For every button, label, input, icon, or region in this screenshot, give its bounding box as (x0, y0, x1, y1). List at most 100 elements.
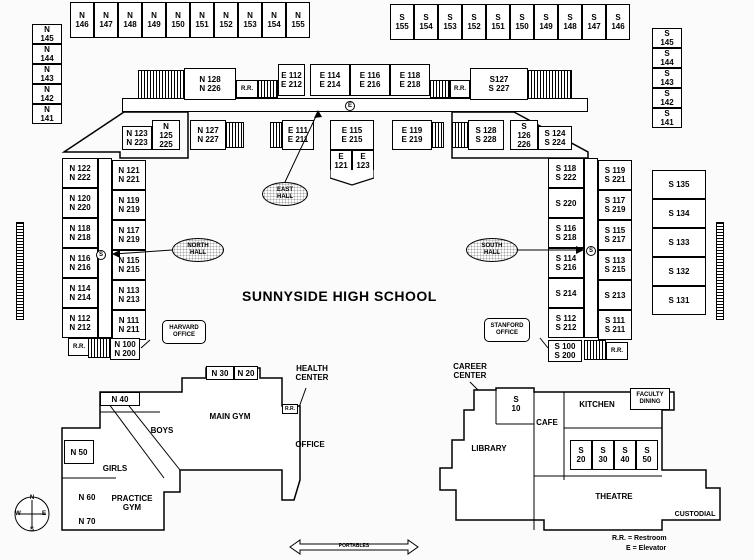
room-cell[interactable]: S 213 (598, 280, 632, 310)
room-cell[interactable]: N 122 N 222 (62, 158, 98, 188)
room-cell[interactable]: S 20 (570, 440, 592, 470)
school-title: SUNNYSIDE HIGH SCHOOL (242, 288, 437, 304)
room-cell[interactable]: S 214 (548, 278, 584, 308)
room-e116[interactable]: E 116 E 216 (350, 64, 390, 96)
room-cell[interactable]: N 115 N 215 (112, 250, 146, 280)
lower-left-outline (61, 367, 301, 531)
room-e121[interactable]: E 121 (330, 150, 352, 172)
room-n100[interactable]: N 100 N 200 (110, 338, 140, 360)
room-n125[interactable]: N 125 225 (152, 120, 180, 150)
faculty-dining-room[interactable]: FACULTY DINING (630, 388, 670, 410)
room-cell[interactable]: N 111 N 211 (112, 310, 146, 340)
room-cell[interactable]: N 150 (166, 2, 190, 38)
room-cell[interactable]: S 141 (652, 108, 682, 128)
room-cell[interactable]: N 148 (118, 2, 142, 38)
room-cell[interactable]: N 155 (286, 2, 310, 38)
room-cell[interactable]: S 30 (592, 440, 614, 470)
room-s124[interactable]: S 124 S 224 (538, 126, 572, 150)
room-n40[interactable]: N 40 (100, 392, 140, 406)
room-cell[interactable]: S 117 S 219 (598, 190, 632, 220)
room-cell[interactable]: S 144 (652, 48, 682, 68)
room-e115[interactable]: E 115 E 215 (330, 120, 374, 150)
room-n127[interactable]: N 127 N 227 (190, 120, 226, 150)
room-cell[interactable]: S 119 S 221 (598, 160, 632, 190)
room-cell[interactable]: N 154 (262, 2, 286, 38)
room-n70[interactable]: N 70 (78, 516, 96, 526)
room-n123[interactable]: N 123 N 223 (122, 126, 152, 150)
room-cell[interactable]: N 118 N 218 (62, 218, 98, 248)
room-n20[interactable]: N 20 (234, 366, 258, 380)
room-cell[interactable]: S 132 (652, 257, 706, 286)
room-cell[interactable]: N 116 N 216 (62, 248, 98, 278)
cafe-label: CAFE (536, 418, 558, 427)
room-cell[interactable]: S 152 (462, 4, 486, 40)
room-cell[interactable]: S 148 (558, 4, 582, 40)
room-cell[interactable]: N 120 N 220 (62, 188, 98, 218)
room-cell[interactable]: S 142 (652, 88, 682, 108)
stairs-marker: S (96, 250, 106, 260)
room-cell[interactable]: N 119 N 219 (112, 190, 146, 220)
room-e119[interactable]: E 119 E 219 (392, 120, 432, 150)
room-cell[interactable]: S 154 (414, 4, 438, 40)
room-cell[interactable]: S 112 S 212 (548, 308, 584, 338)
room-e118[interactable]: E 118 E 218 (390, 64, 430, 96)
room-n30[interactable]: N 30 (206, 366, 234, 380)
room-cell[interactable]: N 152 (214, 2, 238, 38)
room-cell[interactable]: N 121 N 221 (112, 160, 146, 190)
room-cell[interactable]: S 50 (636, 440, 658, 470)
room-e123[interactable]: E 123 (352, 150, 374, 172)
room-cell[interactable]: N 153 (238, 2, 262, 38)
room-cell[interactable]: N 114 N 214 (62, 278, 98, 308)
room-e114[interactable]: E 114 E 214 (310, 64, 350, 96)
room-cell[interactable]: S 149 (534, 4, 558, 40)
room-cell[interactable]: N 145 (32, 24, 62, 44)
room-cell[interactable]: S 150 (510, 4, 534, 40)
room-cell[interactable]: N 149 (142, 2, 166, 38)
room-s10[interactable]: S 10 (511, 395, 521, 413)
room-cell[interactable]: N 141 (32, 104, 62, 124)
room-cell[interactable]: N 143 (32, 64, 62, 84)
east-corridor (122, 98, 588, 112)
room-cell[interactable]: S 131 (652, 286, 706, 315)
room-n60[interactable]: N 60 (78, 492, 96, 502)
girls-locker-label: GIRLS (102, 464, 128, 473)
room-cell[interactable]: S 113 S 215 (598, 250, 632, 280)
health-center-label: HEALTH CENTER (295, 364, 329, 382)
room-cell[interactable]: S 143 (652, 68, 682, 88)
room-cell[interactable]: S 146 (606, 4, 630, 40)
room-cell[interactable]: S 118 S 222 (548, 158, 584, 188)
room-s128[interactable]: S 128 S 228 (468, 120, 504, 150)
room-cell[interactable]: S 133 (652, 228, 706, 257)
restroom: R.R. (236, 80, 258, 98)
room-cell[interactable]: S 115 S 217 (598, 220, 632, 250)
room-cell[interactable]: N 147 (94, 2, 118, 38)
room-cell[interactable]: S 153 (438, 4, 462, 40)
room-n128[interactable]: N 128 N 226 (184, 68, 236, 100)
room-e111[interactable]: E 111 E 211 (282, 120, 314, 150)
room-cell[interactable]: N 112 N 212 (62, 308, 98, 338)
room-cell[interactable]: N 113 N 213 (112, 280, 146, 310)
room-cell[interactable]: S 220 (548, 188, 584, 218)
room-cell[interactable]: S 114 S 216 (548, 248, 584, 278)
compass-e: E (41, 511, 46, 517)
room-cell[interactable]: S 40 (614, 440, 636, 470)
room-cell[interactable]: S 111 S 211 (598, 310, 632, 340)
room-cell[interactable]: N 117 N 219 (112, 220, 146, 250)
room-cell[interactable]: S 134 (652, 199, 706, 228)
room-n50[interactable]: N 50 (64, 440, 94, 464)
room-cell[interactable]: N 146 (70, 2, 94, 38)
room-s126[interactable]: S 126 226 (510, 120, 538, 150)
room-s100[interactable]: S 100 S 200 (548, 340, 582, 362)
room-cell[interactable]: N 144 (32, 44, 62, 64)
room-cell[interactable]: S 151 (486, 4, 510, 40)
room-cell[interactable]: N 151 (190, 2, 214, 38)
room-cell[interactable]: S 147 (582, 4, 606, 40)
room-cell[interactable]: S 135 (652, 170, 706, 199)
room-cell[interactable]: S 116 S 218 (548, 218, 584, 248)
room-cell[interactable]: S 155 (390, 4, 414, 40)
room-cell[interactable]: S 145 (652, 28, 682, 48)
compass-w: W (15, 511, 21, 517)
room-e112[interactable]: E 112 E 212 (278, 64, 305, 96)
room-s127[interactable]: S127 S 227 (470, 68, 528, 100)
room-cell[interactable]: N 142 (32, 84, 62, 104)
